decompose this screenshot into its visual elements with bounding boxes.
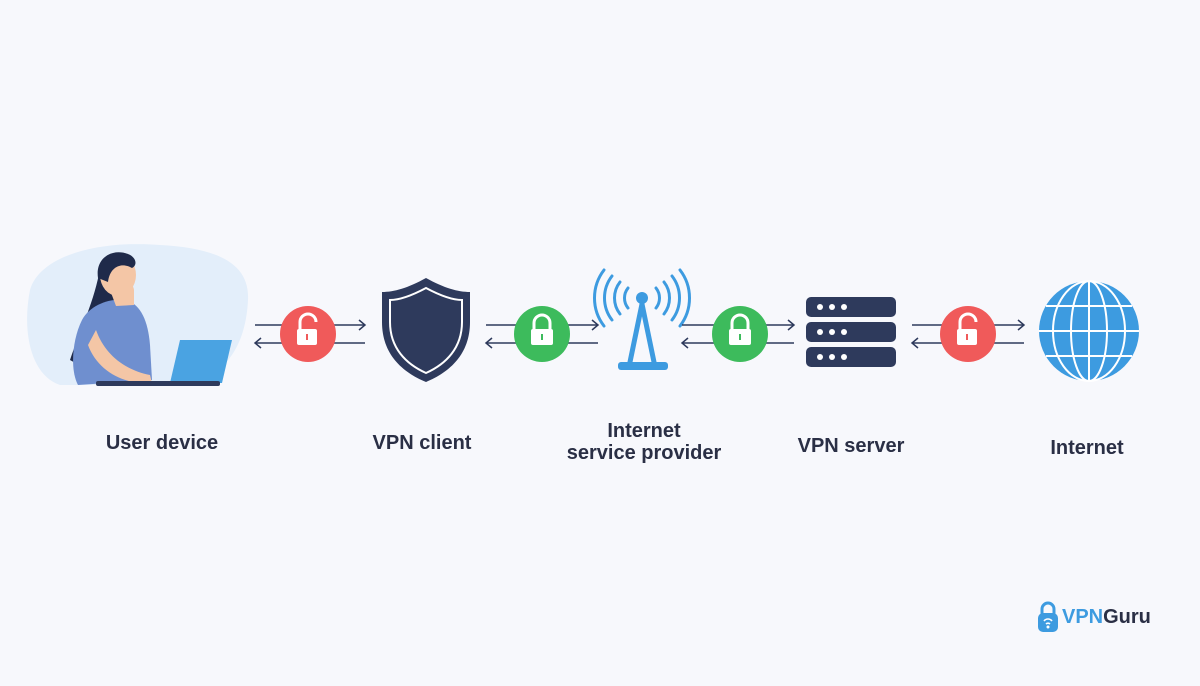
globe-icon (1039, 280, 1139, 382)
node-label-vpn-client: VPN client (372, 432, 472, 454)
node-label-vpn-server: VPN server (797, 435, 905, 457)
node-label-user-device: User device (105, 432, 219, 454)
antenna-icon (593, 268, 691, 370)
unlocked-padlock-icon (280, 306, 336, 362)
user-with-laptop-icon (27, 244, 249, 386)
logo-prefix: VPN (1062, 605, 1104, 628)
link-arrows-1 (253, 319, 367, 349)
logo-text: VPNGuru (1062, 606, 1151, 629)
locked-padlock-icon (514, 306, 570, 362)
server-icon (806, 297, 896, 367)
logo-suffix: Guru (1103, 605, 1151, 628)
locked-padlock-icon (712, 306, 768, 362)
node-label-isp: Internet service provider (567, 420, 722, 464)
node-label-isp-line2: service provider (566, 442, 722, 464)
shield-icon (382, 278, 470, 382)
node-label-internet: Internet (1050, 437, 1124, 459)
vpnguru-logo: VPNGuru (1036, 600, 1151, 634)
node-label-isp-line1: Internet (607, 420, 681, 442)
logo-padlock-icon (1038, 601, 1058, 632)
unlocked-padlock-icon (940, 306, 996, 362)
